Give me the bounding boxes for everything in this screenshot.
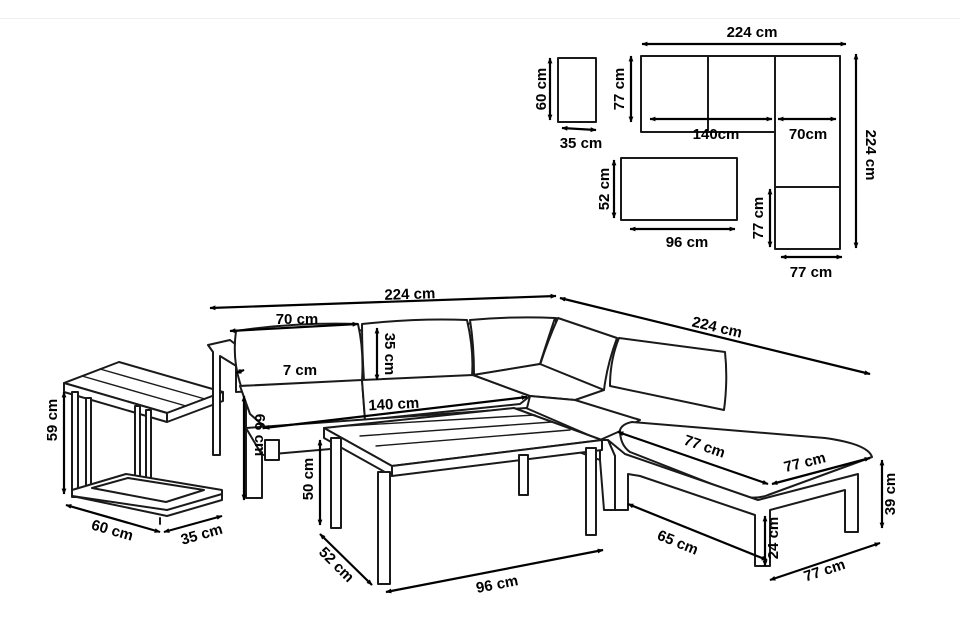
plan-sofa-side-length-label: 224 cm	[862, 130, 879, 181]
back-height-label: 35 cm	[381, 333, 398, 376]
plan-dimensions	[547, 41, 859, 260]
ottoman-height-label: 39 cm	[882, 473, 899, 516]
table-width-label: 96 cm	[475, 572, 520, 597]
main-dimensions	[61, 293, 885, 594]
table-height-label: 50 cm	[300, 458, 317, 501]
plan-ottoman-depth-label: 77 cm	[750, 197, 767, 240]
sofa-total-length-label: 224 cm	[384, 285, 435, 304]
plan-sofa-total-length-label: 224 cm	[727, 24, 778, 41]
plan-sofa-corner-label: 70cm	[789, 126, 827, 143]
plan-sofa-two-seat-label: 140cm	[693, 126, 740, 143]
side-table-drawing	[63, 361, 224, 525]
plan-table-width-label: 96 cm	[666, 234, 709, 251]
plan-side-table	[557, 57, 597, 123]
top-divider	[0, 18, 960, 19]
ottoman-inner-length-label: 65 cm	[655, 527, 701, 559]
ottoman-leg-height-label: 24 cm	[765, 517, 782, 560]
arm-width-label: 7 cm	[283, 362, 317, 379]
plan-view	[557, 55, 841, 250]
plan-coffee-table	[620, 157, 738, 221]
side-table-height-label: 59 cm	[44, 399, 61, 442]
two-seat-length-label: 140 cm	[368, 395, 420, 415]
seat-width-label: 70 cm	[276, 311, 319, 328]
plan-sofa-depth-label: 77 cm	[611, 68, 628, 111]
plan-table-depth-label: 52 cm	[596, 168, 613, 211]
plan-ottoman	[774, 186, 841, 250]
plan-side-table-width-label: 35 cm	[560, 135, 603, 152]
ottoman-base-width-label: 77 cm	[802, 556, 848, 585]
sofa-height-label: 66 cm	[251, 414, 268, 457]
side-table-depth-label: 60 cm	[89, 517, 135, 545]
plan-sofa-corner	[774, 55, 841, 188]
plan-side-table-depth-label: 60 cm	[533, 68, 550, 111]
plan-ottoman-width-label: 77 cm	[790, 264, 833, 281]
